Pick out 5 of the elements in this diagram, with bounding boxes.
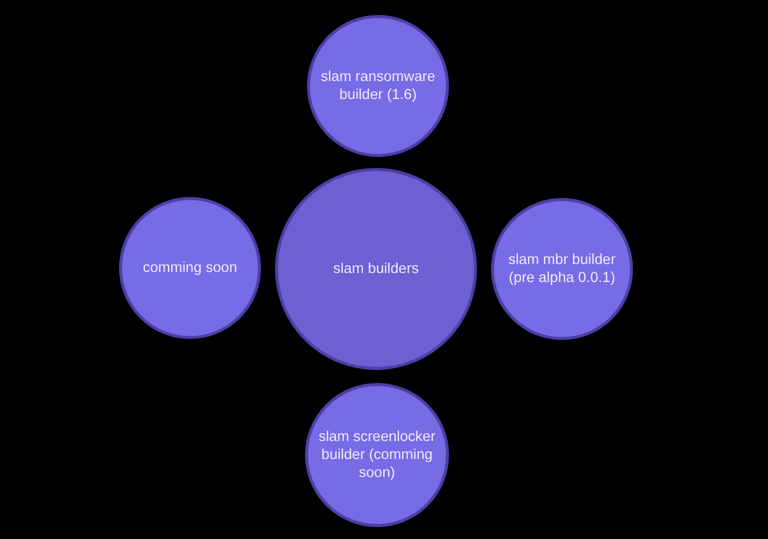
node-label: slam ransomware builder (1.6) xyxy=(320,68,436,104)
node-label: comming soon xyxy=(142,259,238,277)
node-label: slam builders xyxy=(333,260,419,278)
node-label: slam screenlocker builder (comming soon) xyxy=(318,428,436,482)
node-label: slam mbr builder (pre alpha 0.0.1) xyxy=(507,251,617,287)
